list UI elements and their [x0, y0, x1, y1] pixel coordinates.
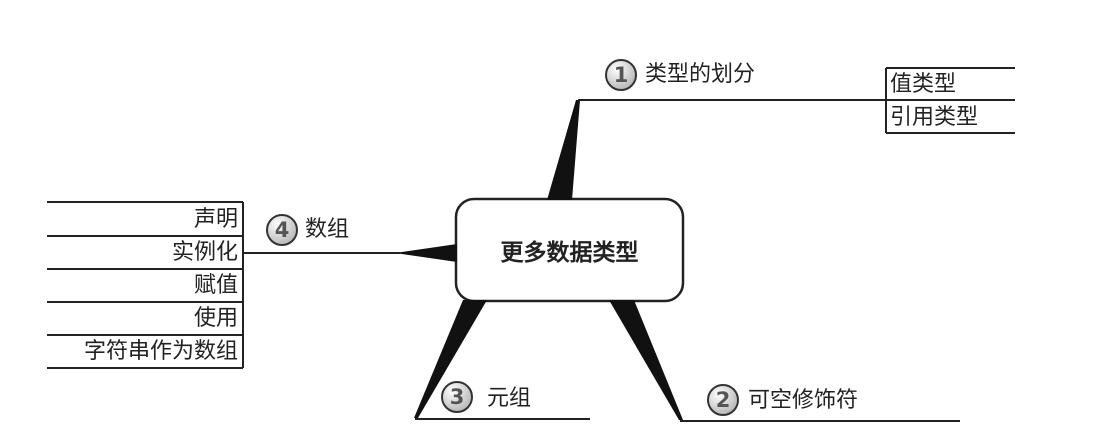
child-node[interactable]: 声明: [193, 207, 238, 232]
child-node[interactable]: 赋值: [193, 273, 238, 298]
branch-4-label[interactable]: 数组: [305, 217, 350, 242]
child-node[interactable]: 字符串作为数组: [83, 339, 238, 364]
branch-1-wedge: [547, 100, 580, 200]
number-badge-3: 3: [441, 381, 473, 413]
child-node[interactable]: 值类型: [890, 72, 957, 97]
branch-4-wedge: [395, 244, 457, 262]
branch-4-children-frame: [47, 201, 244, 369]
branch-3-wedge: [414, 300, 487, 418]
branch-3-label[interactable]: 元组: [487, 386, 532, 411]
branch-1-children-frame: [885, 67, 1015, 134]
branch-2-label[interactable]: 可空修饰符: [748, 388, 859, 413]
child-node[interactable]: 实例化: [171, 240, 238, 265]
branch-2-wedge: [609, 300, 683, 420]
child-node[interactable]: 使用: [193, 306, 238, 331]
child-node[interactable]: 引用类型: [890, 105, 979, 130]
branch-1-label[interactable]: 类型的划分: [645, 62, 756, 87]
central-node[interactable]: 更多数据类型: [500, 240, 639, 266]
number-badge-1: 1: [605, 59, 637, 91]
number-badge-4: 4: [266, 214, 298, 246]
number-badge-2: 2: [707, 384, 739, 416]
